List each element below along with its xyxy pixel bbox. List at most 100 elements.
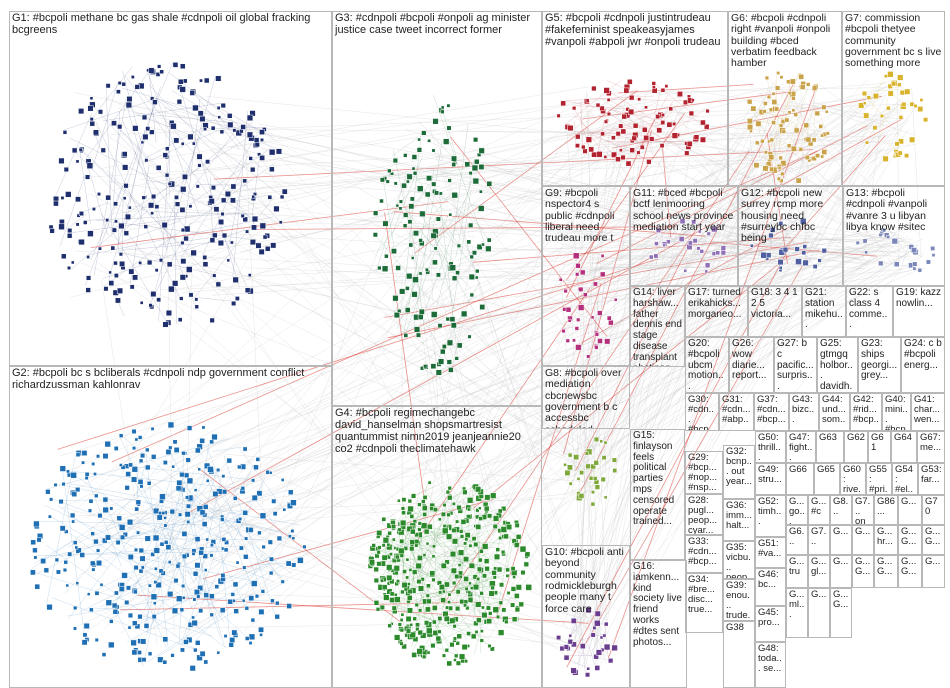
group-label-s06: G... [901, 497, 919, 507]
group-box-g39: G39: enou... trude... [723, 579, 755, 621]
group-box-g33: G33: #cdn... #bcp... [685, 535, 723, 573]
group-label-g44: G44: und... som... [822, 395, 847, 431]
group-label-g39: G39: enou... trude... [726, 581, 752, 621]
group-label-g23: G23: ships georgi... grey... [861, 339, 898, 382]
group-label-s19: G... G... [877, 557, 895, 577]
vertex [613, 468, 617, 472]
vertex [577, 477, 580, 480]
vertex [594, 437, 599, 442]
group-box-g23: G23: ships georgi... grey... [858, 337, 901, 393]
group-label-g27: G27: b c pacific... surpris... [777, 339, 814, 393]
group-label-g5: G5: #bcpoli #cdnpoli justintrudeau #fake… [545, 13, 725, 49]
group-box-g17: G17: turned erikahicks... morganeo... [685, 286, 748, 337]
group-label-s20: G... G... [901, 557, 919, 577]
group-label-g3: G3: #cdnpoli #bcpoli #onpoli ag minister… [335, 13, 539, 37]
group-label-g47: G47: fight... [789, 433, 813, 463]
group-label-g26: G26: wow diarie... report... [732, 339, 771, 382]
group-box-g6: G6: #bcpoli #cdnpoli right #vanpoli #onp… [728, 11, 842, 186]
group-box-g64: G64 [891, 431, 917, 463]
group-label-g13: G13: #bcpoli #cdnpoli #vanpoli #vanre 3 … [846, 188, 942, 233]
group-label-g16: G16: iamkenn... kind society live friend… [633, 562, 684, 648]
group-box-s02: G... #c [808, 495, 830, 525]
group-box-s04: G7... on [852, 495, 874, 525]
group-label-g63: G63 [819, 433, 841, 443]
group-label-s01: G... go... [789, 497, 805, 525]
group-box-s15: G... tru [786, 555, 808, 588]
group-box-s19: G... G... [874, 555, 898, 588]
group-label-g35: G35: vicbu... peop... [726, 543, 752, 579]
group-box-s10: G... [830, 525, 852, 555]
group-box-g41: G41: char... wen... [911, 393, 945, 431]
group-box-g49: G49: stru... [755, 463, 786, 495]
group-label-g4: G4: #bcpoli regimechangebc david_hanselm… [335, 408, 539, 456]
group-box-g27: G27: b c pacific... surpris... [774, 337, 817, 393]
group-label-g15: G15: finlayson feels political parties m… [633, 431, 682, 528]
group-label-g38: G38 [726, 623, 752, 633]
group-label-g1: G1: #bcpoli methane bc gas shale #cdnpol… [12, 13, 329, 37]
group-label-g45: G45: pro... [758, 608, 783, 628]
group-label-s15: G... tru [789, 557, 805, 577]
group-box-g2: G2: #bcpoli bc s bcliberals #cdnpoli ndp… [9, 366, 332, 688]
group-box-s14: G... G... [922, 525, 945, 555]
group-label-g10: G10: #bcpoli anti beyond community rodmi… [545, 547, 627, 615]
group-box-g48: G48: toda... se... [755, 642, 786, 688]
group-label-s05: G86... [877, 497, 895, 517]
group-box-g20: G20: #bcpoli ubcm motion... [685, 337, 729, 393]
group-box-g54: G54: #el... [892, 463, 918, 495]
group-box-g21: G21: station mikehu... [802, 286, 846, 337]
group-box-s21: G... [922, 555, 945, 588]
group-box-s07: G70 [922, 495, 945, 525]
vertex [612, 458, 617, 463]
group-label-g30: G30: #cdn... #bcp... [688, 395, 716, 431]
group-box-g51: G51: #va... [755, 537, 786, 568]
group-box-s13: G... G... [898, 525, 922, 555]
group-box-s20: G... G... [898, 555, 922, 588]
group-label-s17: G... [833, 557, 849, 567]
group-label-g36: G36: imm... halt... [726, 501, 752, 531]
group-label-g2: G2: #bcpoli bc s bcliberals #cdnpoli ndp… [12, 368, 329, 392]
group-label-g65: G65 [817, 465, 837, 475]
group-box-g35: G35: vicbu... peop... [723, 541, 755, 579]
group-label-g19: G19: kazz nowlin... [896, 288, 942, 310]
vertex [564, 463, 567, 466]
vertex [580, 471, 584, 475]
vertex [591, 491, 594, 494]
group-label-g41: G41: char... wen... [914, 395, 942, 425]
group-label-g11: G11: #bced #bcpoli bctf lenmooring schoo… [633, 188, 735, 233]
group-box-g18: G18: 3 4 1 2 5 victoria... [748, 286, 802, 337]
group-box-g37: G37: #cdn... #bcp... [754, 393, 789, 431]
group-label-g28: G28: pugl... peop... cyar... [688, 496, 720, 535]
group-box-g8: G8: #bcpoli over mediation cbcnewsbc gov… [542, 366, 630, 429]
vertex [585, 452, 589, 456]
vertex [601, 477, 606, 482]
group-box-g44: G44: und... som... [819, 393, 850, 431]
group-label-g6: G6: #bcpoli #cdnpoli right #vanpoli #onp… [731, 13, 839, 70]
group-label-s18: G... G... [855, 557, 871, 577]
group-label-s21: G... [925, 557, 942, 567]
group-box-g65: G65 [814, 463, 840, 495]
group-box-g11: G11: #bced #bcpoli bctf lenmooring schoo… [630, 186, 738, 286]
group-label-g54: G54: #el... [895, 465, 915, 495]
group-label-g8: G8: #bcpoli over mediation cbcnewsbc gov… [545, 368, 627, 429]
group-box-g9: G9: #bcpoli nspector4 s public #cdnpoli … [542, 186, 630, 366]
group-label-g31: G31: #cdn... #abp... [722, 395, 751, 431]
group-label-g42: G42: #rid... #bcp... [853, 395, 879, 431]
group-box-g26: G26: wow diarie... report... [729, 337, 774, 393]
group-label-s03: G8... [833, 497, 849, 517]
group-label-s24: G... G... [833, 590, 849, 610]
group-label-g40: G40: mini... #bcp... [885, 395, 908, 431]
vertex [594, 460, 599, 465]
group-box-g55: G55: #pri... [866, 463, 892, 495]
group-box-g47: G47: fight... [786, 431, 816, 463]
group-box-s05: G86... [874, 495, 898, 525]
vertex [568, 453, 572, 457]
group-box-g53: G53: far... [918, 463, 945, 495]
vertex [604, 441, 607, 444]
group-label-g14: G14: liver harshaw... father dennis end … [633, 288, 682, 367]
group-label-g62: G62 [847, 433, 865, 443]
group-box-g45: G45: pro... [755, 606, 786, 642]
group-box-g31: G31: #cdn... #abp... [719, 393, 754, 431]
group-label-g67: G67: me... [920, 433, 942, 453]
group-box-g52: G52: timh... [755, 495, 786, 537]
